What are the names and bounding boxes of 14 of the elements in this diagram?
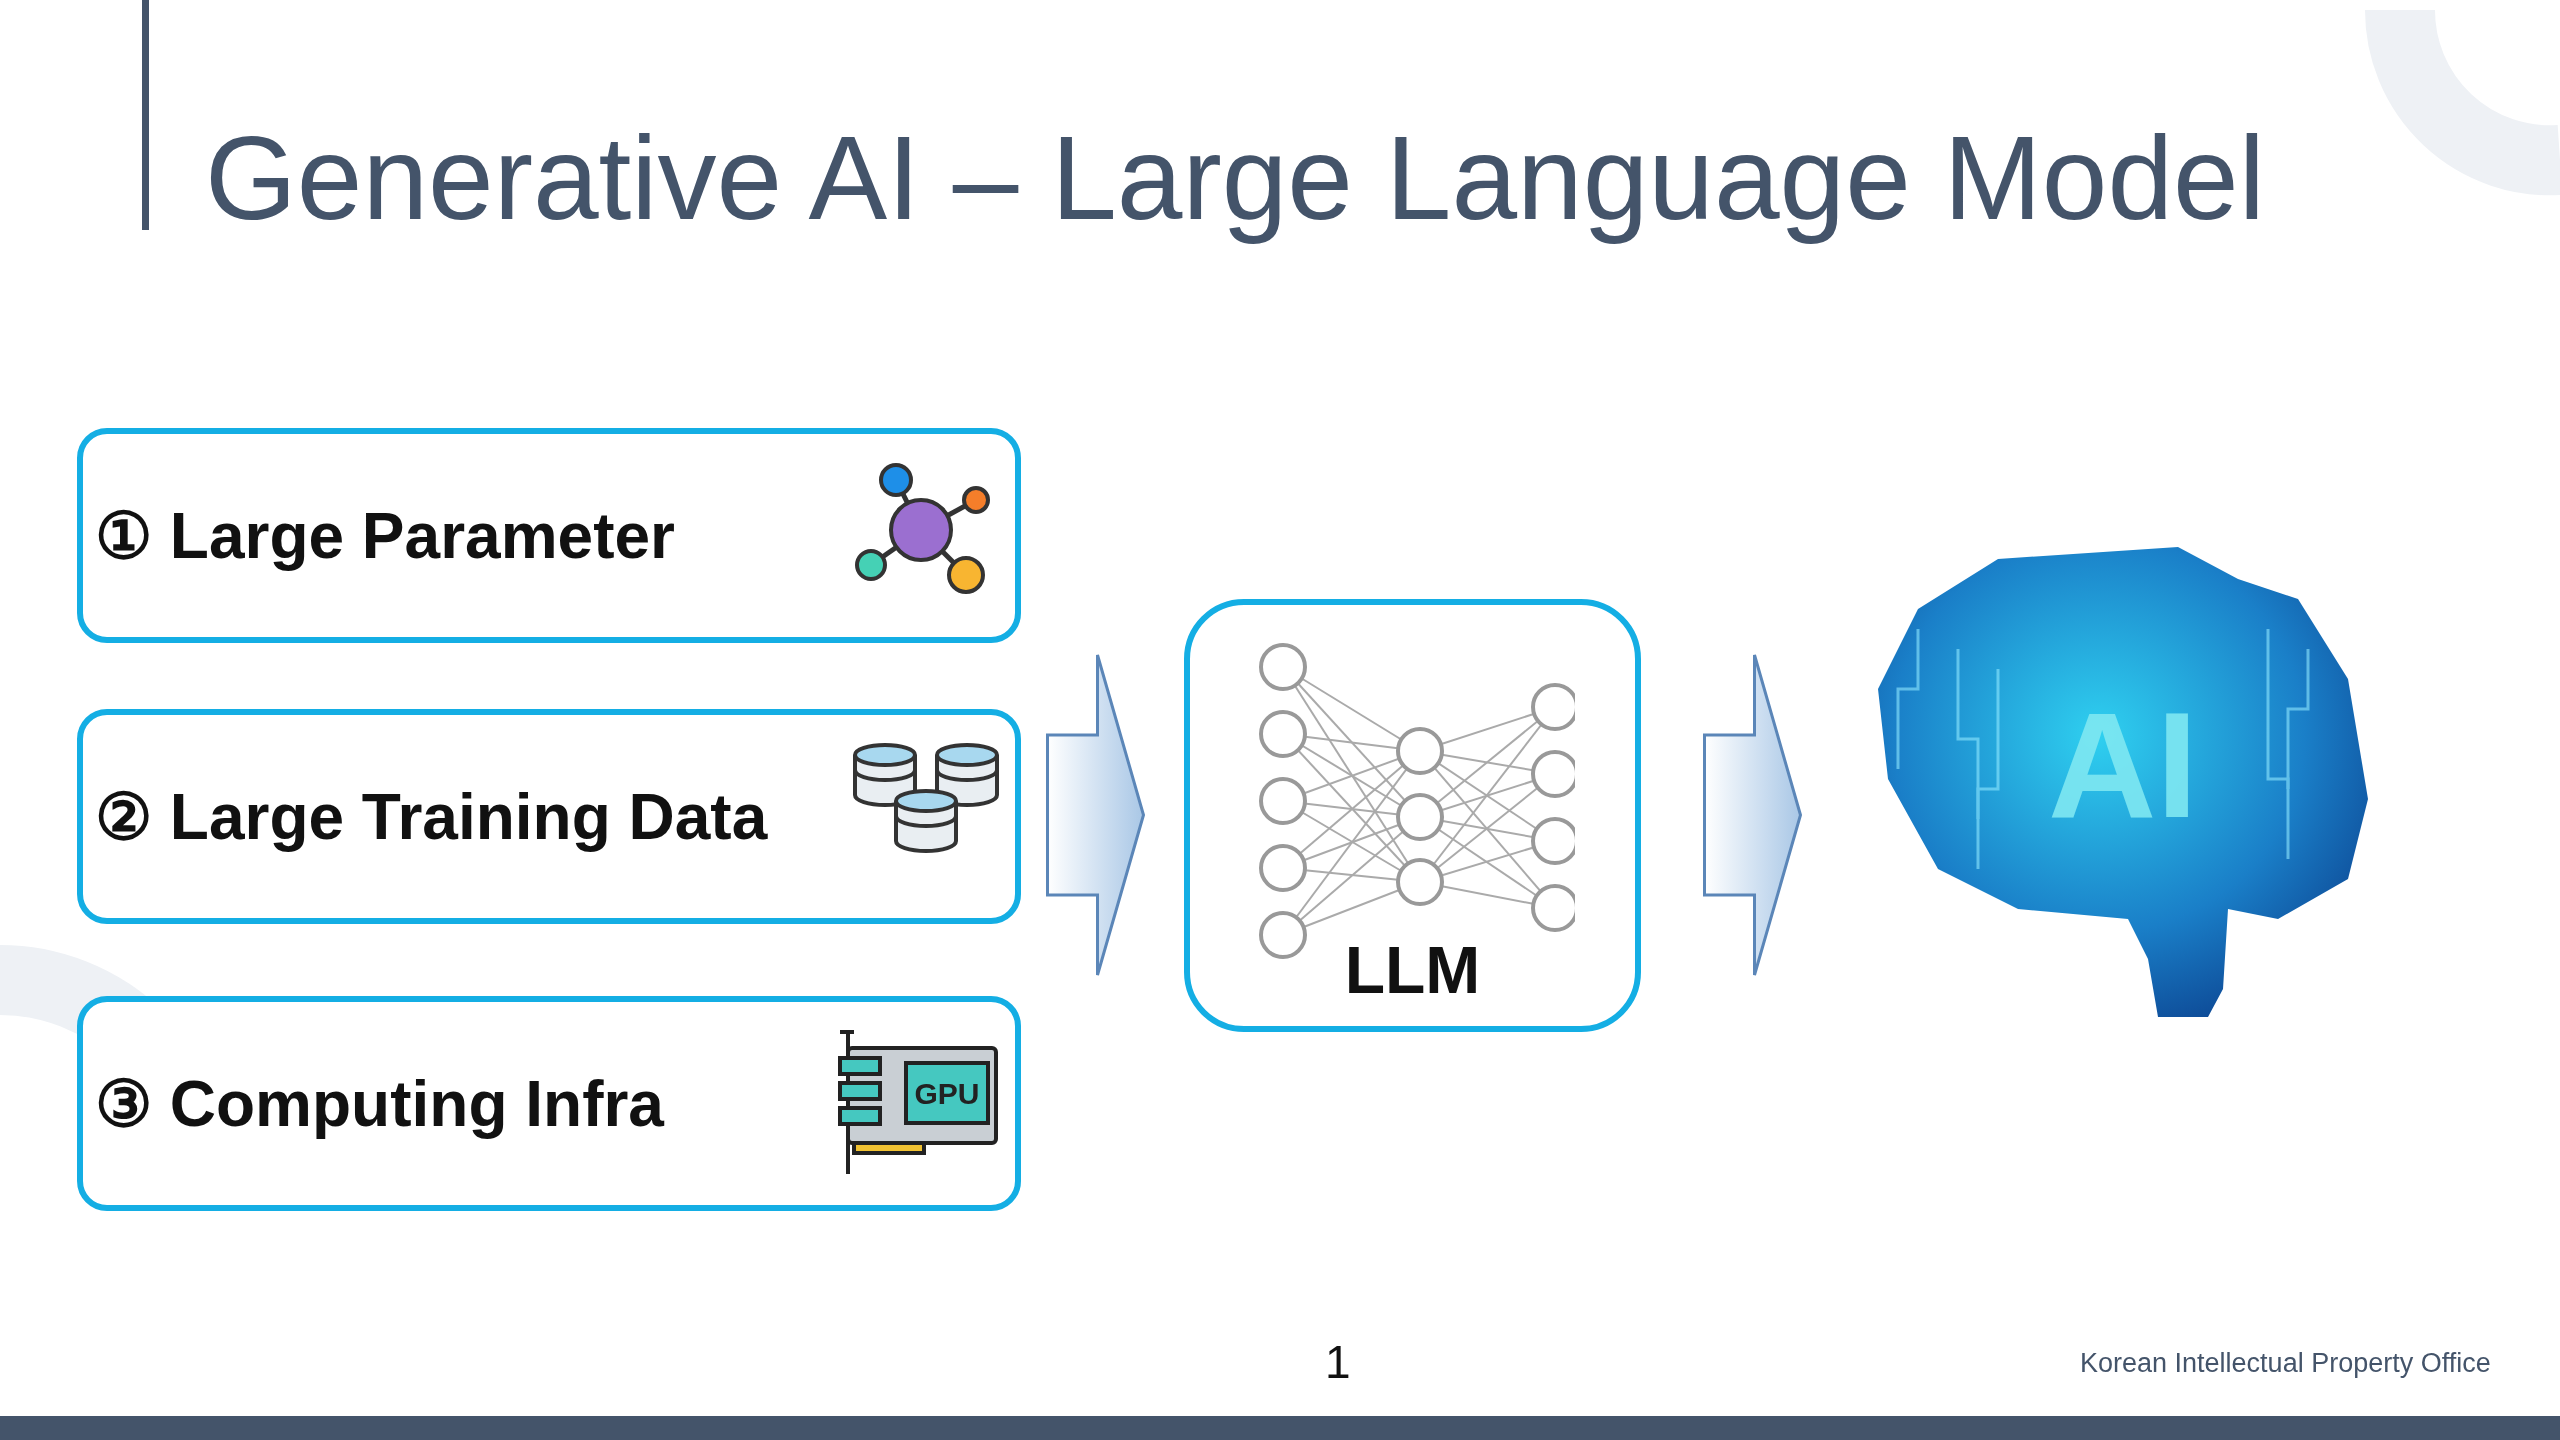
item-card — [77, 428, 1021, 643]
slide-title: Generative AI – Large Language Model — [205, 111, 2265, 246]
block-arrow — [1703, 653, 1803, 977]
organization-name: Korean Intellectual Property Office — [2080, 1348, 2491, 1379]
model-card — [1184, 599, 1641, 1032]
item-card — [77, 996, 1021, 1211]
model-label: LLM — [1343, 932, 1482, 1008]
item-title: ② Large Training Data — [95, 779, 768, 854]
block-arrow — [1046, 653, 1146, 977]
item-title: ① Large Parameter — [95, 498, 675, 573]
page-number: 1 — [1325, 1335, 1351, 1389]
item-card — [77, 709, 1021, 924]
item-title: ③ Computing Infra — [95, 1066, 664, 1141]
brain-label: AI — [2047, 680, 2199, 851]
